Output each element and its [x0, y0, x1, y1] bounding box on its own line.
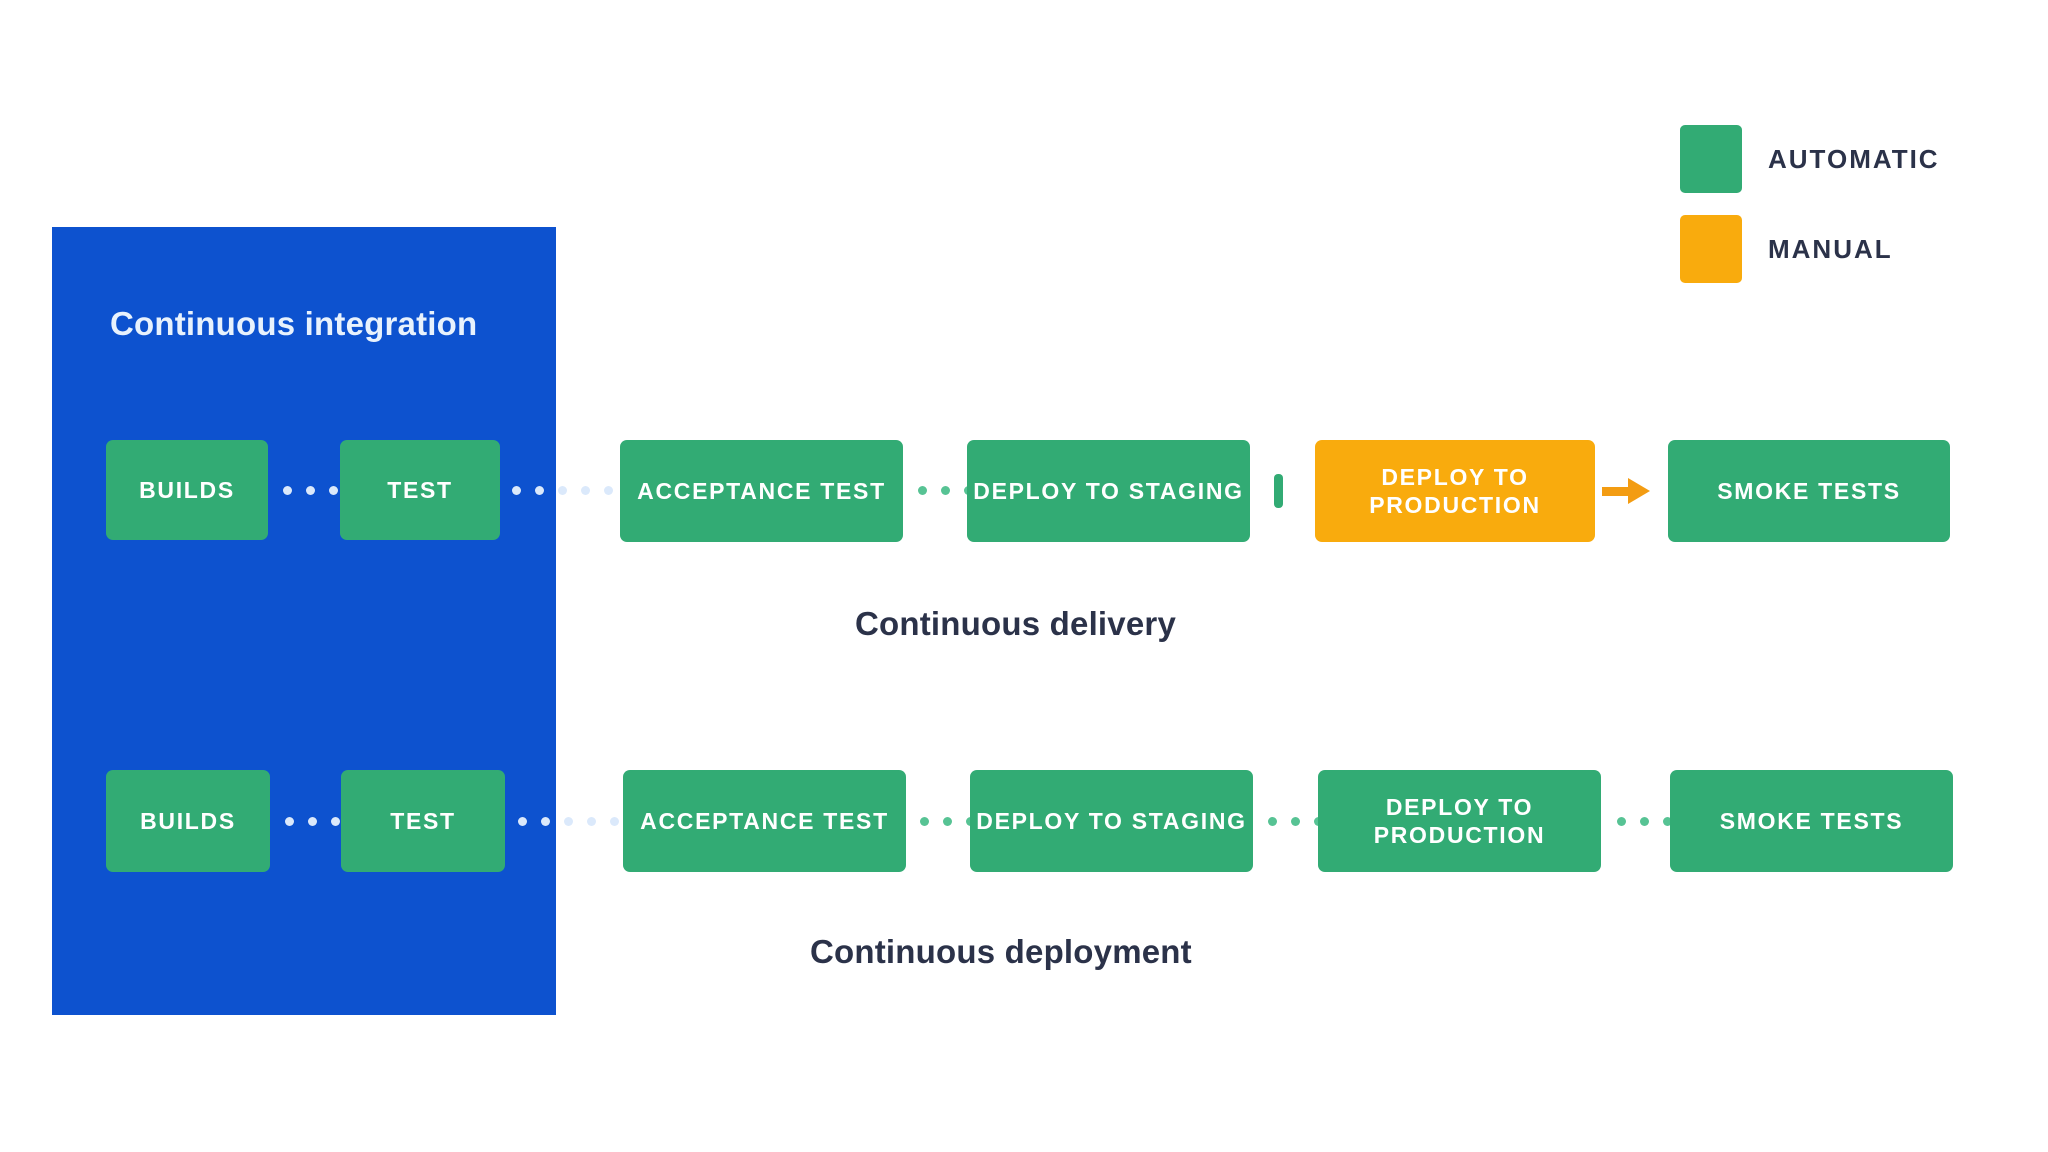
legend-item-automatic: AUTOMATIC: [1680, 125, 2000, 193]
node-smoke-tests-delivery[interactable]: SMOKE TESTS: [1668, 440, 1950, 542]
node-acceptance-test-deployment[interactable]: ACCEPTANCE TEST: [623, 770, 906, 872]
node-deploy-to-production-delivery[interactable]: DEPLOY TO PRODUCTION: [1315, 440, 1595, 542]
node-deploy-to-staging-delivery[interactable]: DEPLOY TO STAGING: [967, 440, 1250, 542]
node-builds-deployment[interactable]: BUILDS: [106, 770, 270, 872]
connector-production-smoke-deployment: [1617, 817, 1682, 826]
node-test-delivery[interactable]: TEST: [340, 440, 500, 540]
manual-trigger-arrow-icon: [1602, 478, 1654, 504]
node-deploy-to-staging-deployment[interactable]: DEPLOY TO STAGING: [970, 770, 1253, 872]
node-test-deployment[interactable]: TEST: [341, 770, 505, 872]
legend-item-manual: MANUAL: [1680, 215, 2000, 283]
legend-label-manual: MANUAL: [1768, 233, 1893, 264]
legend: AUTOMATIC MANUAL: [1680, 125, 2000, 305]
manual-swatch-icon: [1680, 215, 1742, 283]
caption-continuous-delivery: Continuous delivery: [855, 605, 1177, 642]
node-smoke-tests-deployment[interactable]: SMOKE TESTS: [1670, 770, 1953, 872]
connector-test-acceptance-delivery: [512, 486, 617, 495]
gate-marker-icon: [1274, 474, 1283, 508]
node-builds-delivery[interactable]: BUILDS: [106, 440, 268, 540]
connector-test-acceptance-deployment: [518, 817, 623, 826]
node-acceptance-test-delivery[interactable]: ACCEPTANCE TEST: [620, 440, 903, 542]
continuous-integration-title: Continuous integration: [110, 305, 478, 342]
automatic-swatch-icon: [1680, 125, 1742, 193]
node-deploy-to-production-deployment[interactable]: DEPLOY TO PRODUCTION: [1318, 770, 1601, 872]
caption-continuous-deployment: Continuous deployment: [810, 933, 1192, 970]
legend-label-automatic: AUTOMATIC: [1768, 143, 1940, 174]
continuous-integration-panel: Continuous integration: [52, 227, 556, 1015]
